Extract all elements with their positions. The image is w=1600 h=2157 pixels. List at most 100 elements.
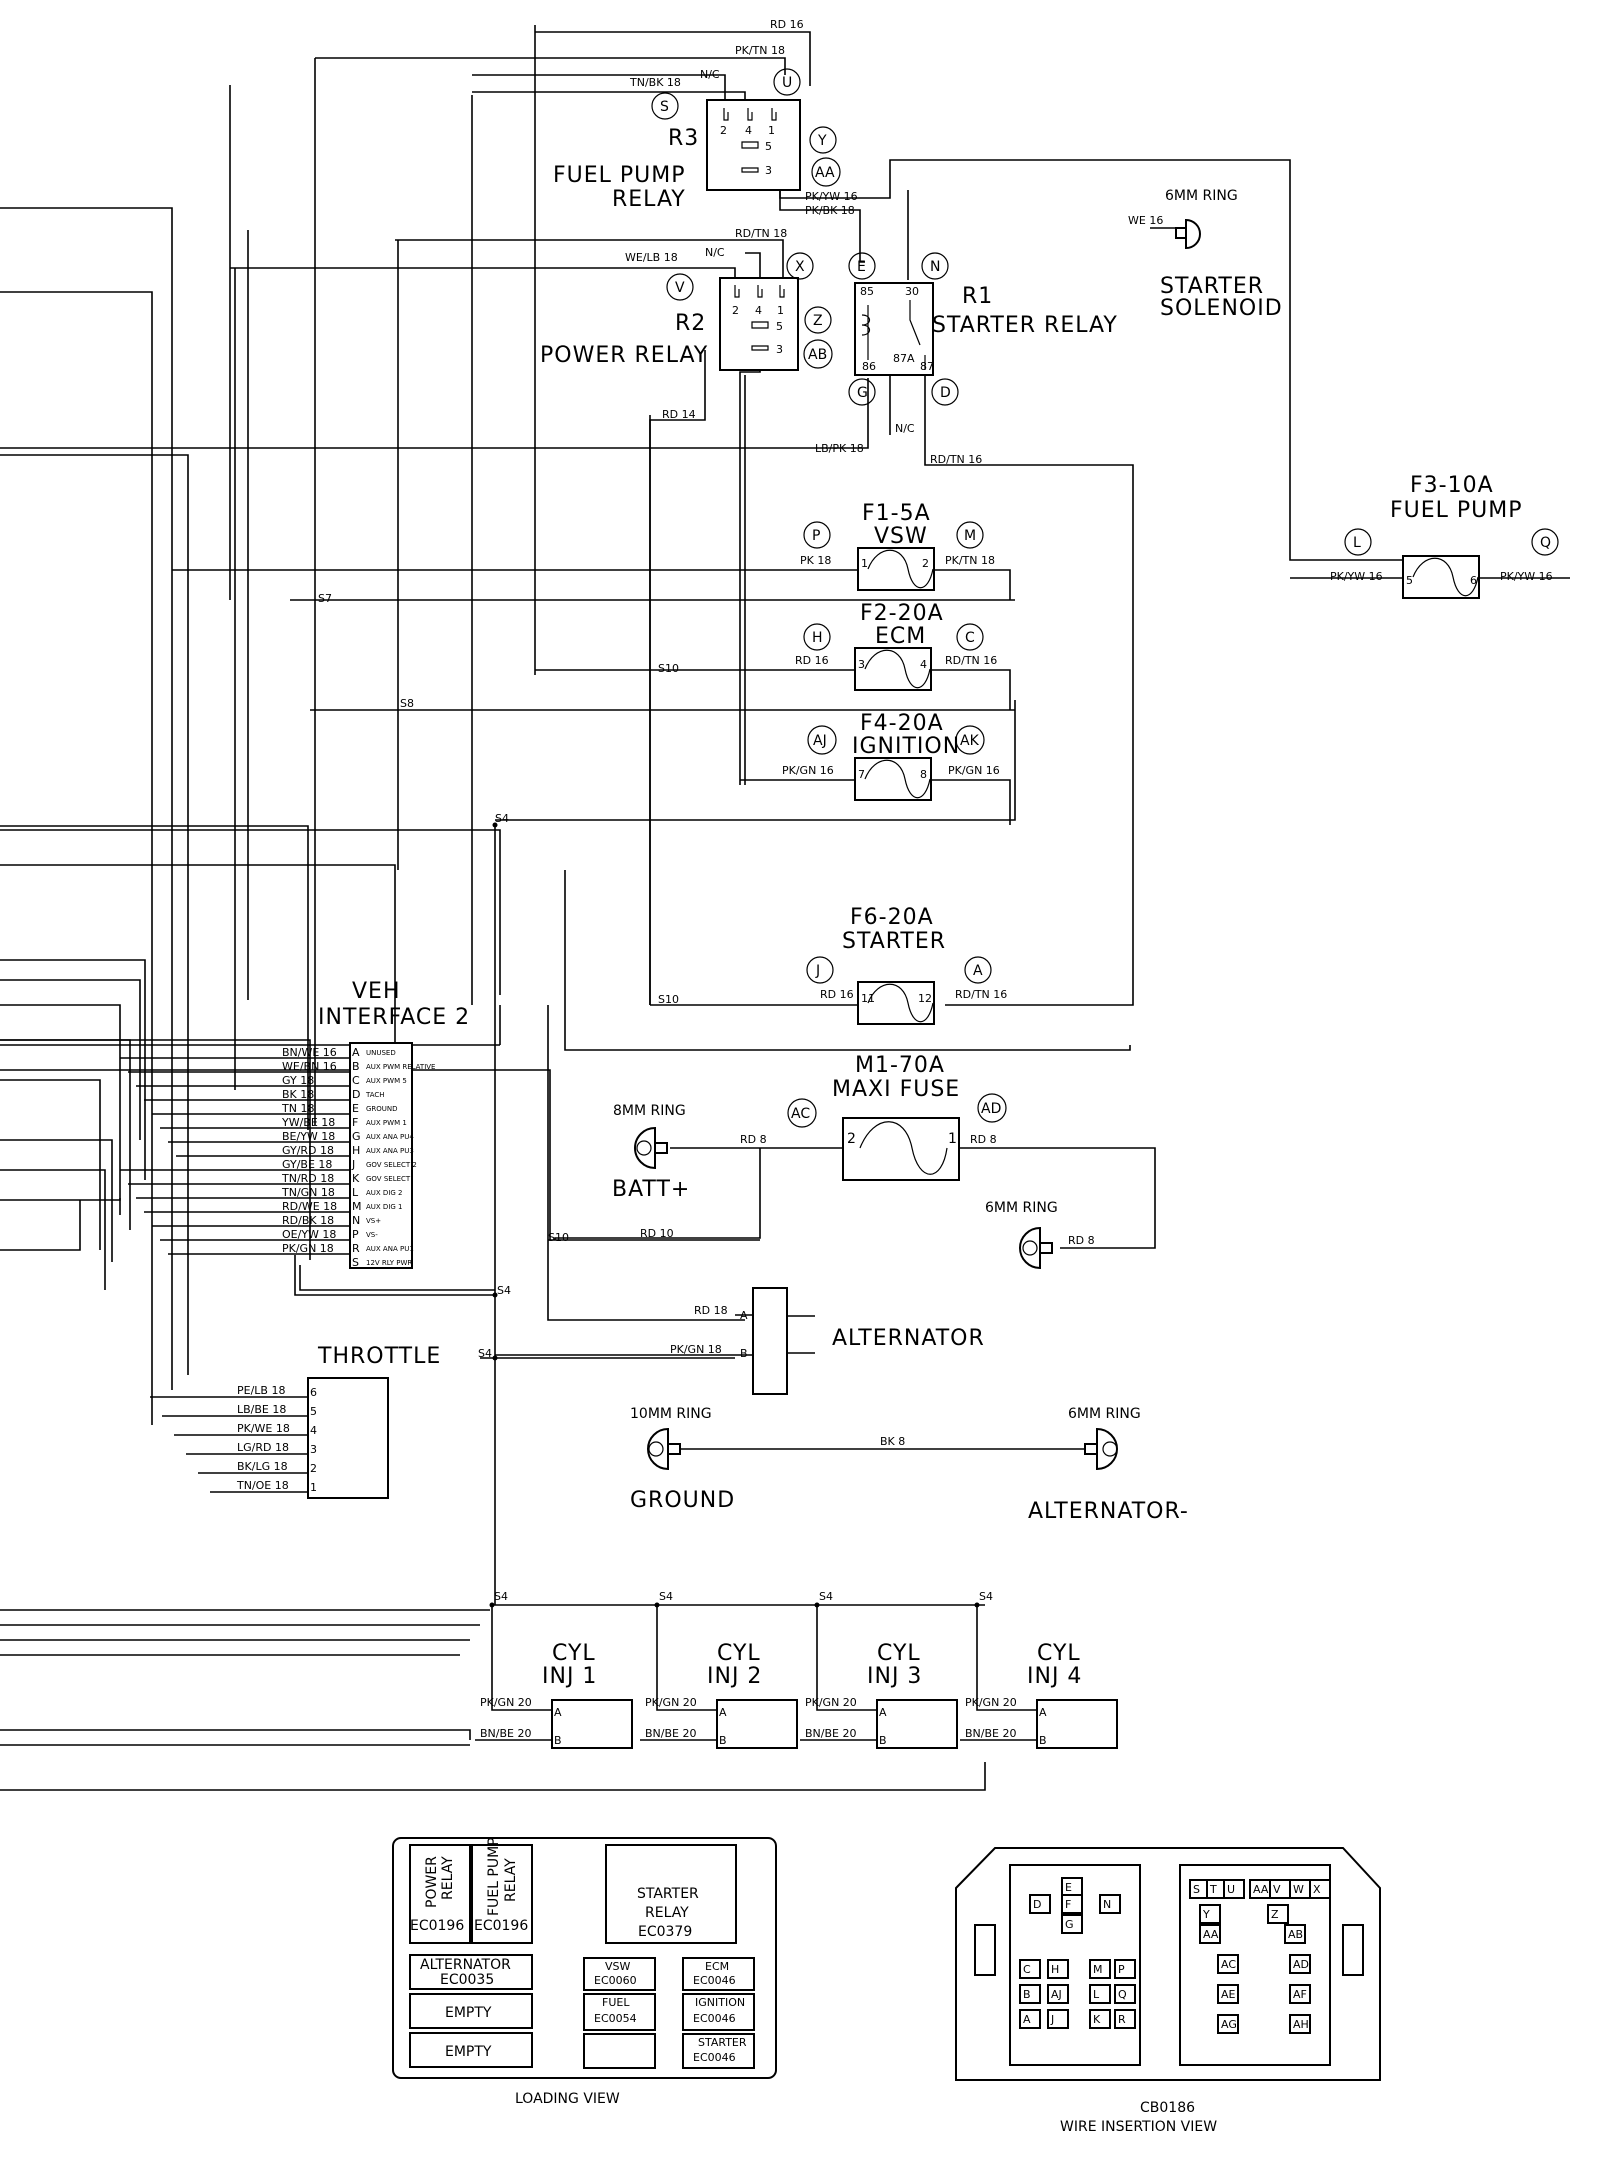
veh-wire-label: GY/BE 18: [282, 1158, 332, 1171]
fuse-f6: 11 12 RD 16 RD/TN 16 F6-20A STARTER: [650, 905, 1007, 1025]
callout-s: S: [651, 92, 679, 120]
wiv-cell-box: [1099, 1894, 1121, 1914]
fuse-f4: 7 8 PK/GN 16 PK/GN 16 F4-20A IGNITION: [740, 711, 1011, 825]
wiv-cell-box: [1217, 1954, 1239, 1974]
fuse-title: M1-70A: [855, 1053, 945, 1078]
callout-m: M: [956, 521, 984, 549]
svg-text:E: E: [857, 259, 866, 275]
veh-pin-function: VS+: [366, 1217, 381, 1225]
wire-label: PK/TN 18: [945, 554, 995, 567]
wiv-cell: Q: [1114, 1984, 1136, 2004]
splice-label: S4: [819, 1590, 833, 1603]
wire-label: BN/BE 20: [645, 1727, 696, 1740]
veh-pin-function: VS-: [366, 1231, 378, 1239]
splice-dot: [814, 1602, 820, 1608]
splice-dot: [654, 1602, 660, 1608]
left-harness-wires: [0, 207, 986, 1791]
fuse-pin: 2: [847, 1131, 856, 1147]
wire-label: WE 16: [1128, 214, 1163, 227]
wire-label: RD/TN 16: [930, 453, 982, 466]
power-relay: 2 4 1 5 3 R2 POWER RELAY: [540, 277, 799, 371]
relay-pin: 4: [745, 124, 752, 137]
wiv-cell: X: [1309, 1879, 1331, 1899]
ring-label: 8MM RING: [613, 1103, 686, 1119]
slot-code: EC0046: [693, 2012, 736, 2025]
trunk-wires: [0, 25, 1131, 1260]
relay-pin: 85: [860, 285, 874, 298]
fuse-pin: 2: [922, 557, 929, 570]
veh-pin-function: AUX PWM RELATIVE: [366, 1063, 435, 1071]
wiv-cell: AJ: [1047, 1984, 1069, 2004]
fuse-title: F6-20A: [850, 905, 934, 930]
callout-ad: AD: [977, 1093, 1007, 1123]
wiv-cell: AB: [1284, 1924, 1306, 1944]
relay-pin: 2: [732, 304, 739, 317]
veh-pin: B: [352, 1060, 360, 1073]
wiv-cell-box: [1289, 1954, 1311, 1974]
wiv-cell-label: M: [1093, 1963, 1103, 1976]
wiv-cell-label: Y: [1202, 1908, 1210, 1921]
slot-label: RELAY: [503, 1858, 519, 1902]
veh-pin: E: [352, 1102, 359, 1115]
wiv-cell-label: F: [1065, 1898, 1071, 1911]
wiv-cell-label: AJ: [1051, 1988, 1062, 2001]
injector-feed: [976, 1605, 1037, 1711]
wire-label: LB/PK 18: [815, 442, 864, 455]
wiv-cell-label: V: [1273, 1883, 1281, 1896]
wire-label: RD 8: [1068, 1234, 1095, 1247]
splice-label: S4: [478, 1347, 492, 1360]
slot-label: RELAY: [645, 1905, 689, 1921]
slot-code: EC0379: [638, 1924, 692, 1940]
wiv-cell: P: [1114, 1959, 1136, 1979]
ground-cable: BK 8 10MM RING GROUND 6MM RING ALTERNATO…: [630, 1406, 1188, 1524]
injector-title: INJ 3: [867, 1664, 922, 1689]
injector-title: CYL: [877, 1641, 921, 1666]
fuse-f1: 1 2 PK 18 PK/TN 18 F1-5A VSW: [172, 501, 1011, 600]
relay-pin: 30: [905, 285, 919, 298]
wiv-cell-label: B: [1023, 1988, 1031, 2001]
wiv-cell: R: [1114, 2009, 1136, 2029]
wiv-cell: E: [1061, 1877, 1083, 1897]
wire-label: RD 8: [970, 1133, 997, 1146]
wire-label: RD/TN 18: [735, 227, 787, 240]
slot-label: EMPTY: [445, 2044, 492, 2060]
wire-label: RD 8: [740, 1133, 767, 1146]
wire-label: PK/GN 16: [948, 764, 1000, 777]
wiv-cell-box: [1289, 1984, 1311, 2004]
slot-label: FUEL: [602, 1996, 630, 2009]
veh-pin: K: [352, 1172, 360, 1185]
wire-label: TN/BK 18: [629, 76, 681, 89]
slot-label: RELAY: [440, 1856, 456, 1900]
batt-plus-ring: 8MM RING BATT+: [554, 1103, 761, 1240]
relay-pin: 3: [765, 164, 772, 177]
relay-pin: 5: [776, 320, 783, 333]
svg-text:AB: AB: [808, 347, 827, 363]
callout-aj: AJ: [807, 725, 837, 755]
fuse-pin: 3: [858, 658, 865, 671]
veh-pin: N: [352, 1214, 360, 1227]
svg-text:Q: Q: [1540, 535, 1551, 551]
relay-pin: 86: [862, 360, 876, 373]
callout-e: E: [848, 252, 876, 280]
injector-body: [716, 1699, 798, 1749]
wire-label: RD/TN 16: [955, 988, 1007, 1001]
svg-text:P: P: [812, 528, 820, 544]
wiv-cell-label: J: [1050, 2013, 1054, 2026]
veh-pin-function: AUX PWM 5: [366, 1077, 407, 1085]
slot-label: STARTER: [698, 2036, 747, 2049]
wiv-cell-label: AH: [1293, 2018, 1309, 2031]
wiv-cell-box: [1029, 1894, 1051, 1914]
injector-feed: [491, 1605, 552, 1711]
fuse-pin: 1: [948, 1131, 957, 1147]
fuse-pin: 1: [861, 557, 868, 570]
relay-pin: 87A: [893, 352, 915, 365]
wire-label: BN/BE 20: [480, 1727, 531, 1740]
callout-v: V: [666, 273, 694, 301]
veh-pin-function: AUX DIG 1: [366, 1203, 403, 1211]
veh-pin: M: [352, 1200, 362, 1213]
relay-pin: 2: [720, 124, 727, 137]
svg-text:AK: AK: [960, 733, 980, 749]
relay-id: R2: [675, 311, 706, 336]
wiv-cell-box: [1284, 1924, 1306, 1944]
wiv-cell-box: [1217, 2014, 1239, 2034]
